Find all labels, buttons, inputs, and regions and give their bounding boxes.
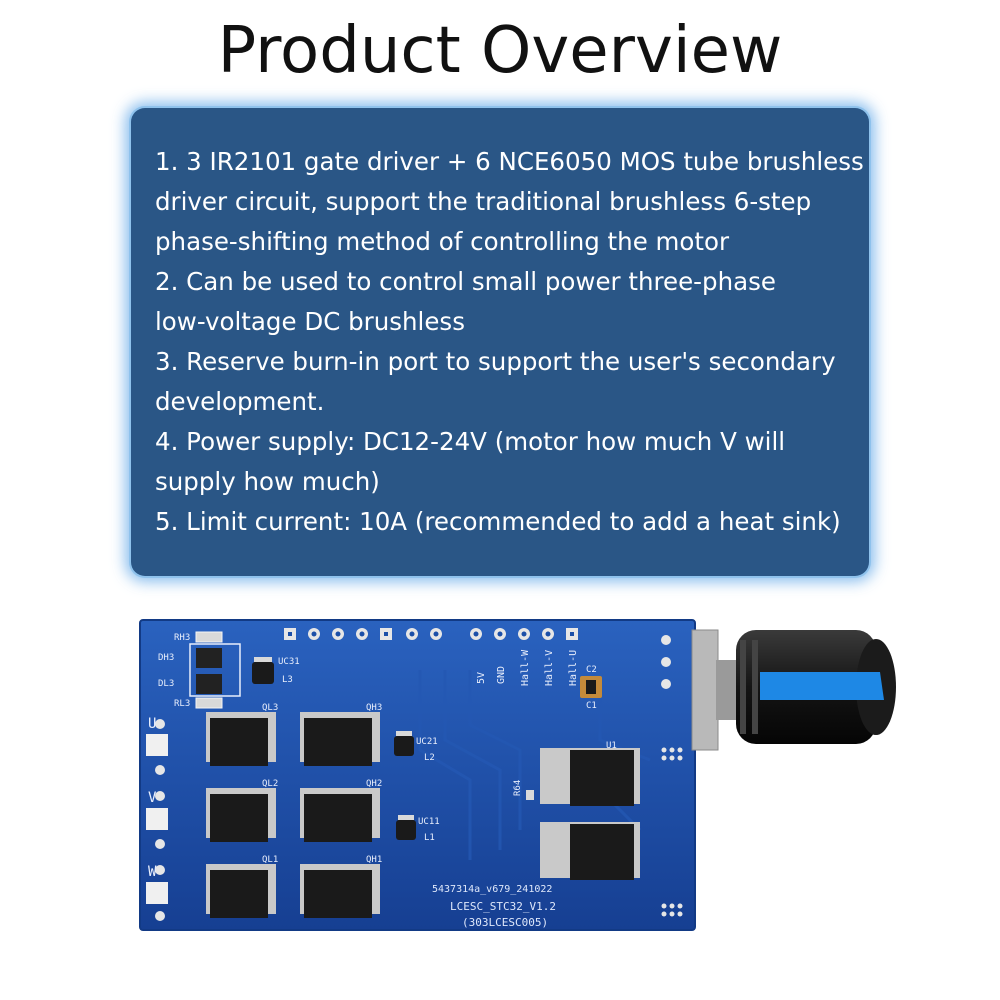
overview-line: supply how much) bbox=[155, 467, 380, 496]
label-rh3: RH3 bbox=[174, 633, 190, 643]
overview-line: 2. Can be used to control small power th… bbox=[155, 267, 776, 296]
label-ql3: QL3 bbox=[262, 703, 278, 713]
label-uc21: UC21 bbox=[416, 737, 438, 747]
board-model: LCESC_STC32_V1.2 bbox=[450, 900, 556, 913]
overview-line: development. bbox=[155, 387, 325, 416]
label-ql1: QL1 bbox=[262, 855, 278, 865]
label-l1: L1 bbox=[424, 833, 435, 843]
label-phase-w: W bbox=[148, 864, 157, 880]
pcb-traces bbox=[418, 670, 651, 860]
overview-text: 1. 3 IR2101 gate driver + 6 NCE6050 MOS … bbox=[155, 142, 864, 542]
overview-line: 1. 3 IR2101 gate driver + 6 NCE6050 MOS … bbox=[155, 147, 864, 176]
label-hall-u: Hall-U bbox=[568, 650, 579, 686]
label-phase-u: U bbox=[148, 716, 156, 732]
label-c2: C2 bbox=[586, 665, 597, 675]
inductors bbox=[394, 676, 602, 840]
overview-panel: 1. 3 IR2101 gate driver + 6 NCE6050 MOS … bbox=[131, 108, 869, 576]
label-uc31: UC31 bbox=[278, 657, 300, 667]
pad-arrays bbox=[661, 747, 683, 917]
header-pins bbox=[284, 628, 671, 689]
overview-line: 4. Power supply: DC12-24V (motor how muc… bbox=[155, 427, 786, 456]
overview-line: driver circuit, support the traditional … bbox=[155, 187, 812, 216]
phase-connectors bbox=[146, 719, 168, 921]
label-qh3: QH3 bbox=[366, 703, 382, 713]
label-hall-v: Hall-V bbox=[544, 650, 555, 686]
mosfets bbox=[206, 712, 640, 918]
label-r64: R64 bbox=[513, 780, 523, 796]
label-hall-w: Hall-W bbox=[520, 649, 531, 686]
label-ql2: QL2 bbox=[262, 779, 278, 789]
left-components bbox=[189, 631, 274, 709]
label-l3: L3 bbox=[282, 675, 293, 685]
label-l2: L2 bbox=[424, 753, 435, 763]
label-uc11: UC11 bbox=[418, 817, 440, 827]
label-phase-v: V bbox=[148, 790, 157, 806]
overview-line: 3. Reserve burn-in port to support the u… bbox=[155, 347, 836, 376]
label-gnd: GND bbox=[496, 666, 507, 684]
label-rl3: RL3 bbox=[174, 699, 190, 709]
potentiometer-knob[interactable] bbox=[691, 629, 896, 751]
page-title: Product Overview bbox=[217, 14, 783, 88]
board-serial: 5437314a_v679_241022 bbox=[432, 884, 552, 895]
label-5v: 5V bbox=[476, 672, 487, 684]
pcb-photo: 5V GND Hall-W Hall-V Hall-U RH3 DH3 DL3 … bbox=[139, 619, 896, 931]
label-qh2: QH2 bbox=[366, 779, 382, 789]
label-dl3: DL3 bbox=[158, 679, 174, 689]
label-u1: U1 bbox=[606, 741, 617, 751]
label-c1: C1 bbox=[586, 701, 597, 711]
overview-line: 5. Limit current: 10A (recommended to ad… bbox=[155, 507, 841, 536]
overview-line: low-voltage DC brushless bbox=[155, 307, 465, 336]
board-code: (303LCESC005) bbox=[462, 916, 548, 929]
overview-line: phase-shifting method of controlling the… bbox=[155, 227, 730, 256]
label-dh3: DH3 bbox=[158, 653, 174, 663]
label-qh1: QH1 bbox=[366, 855, 382, 865]
